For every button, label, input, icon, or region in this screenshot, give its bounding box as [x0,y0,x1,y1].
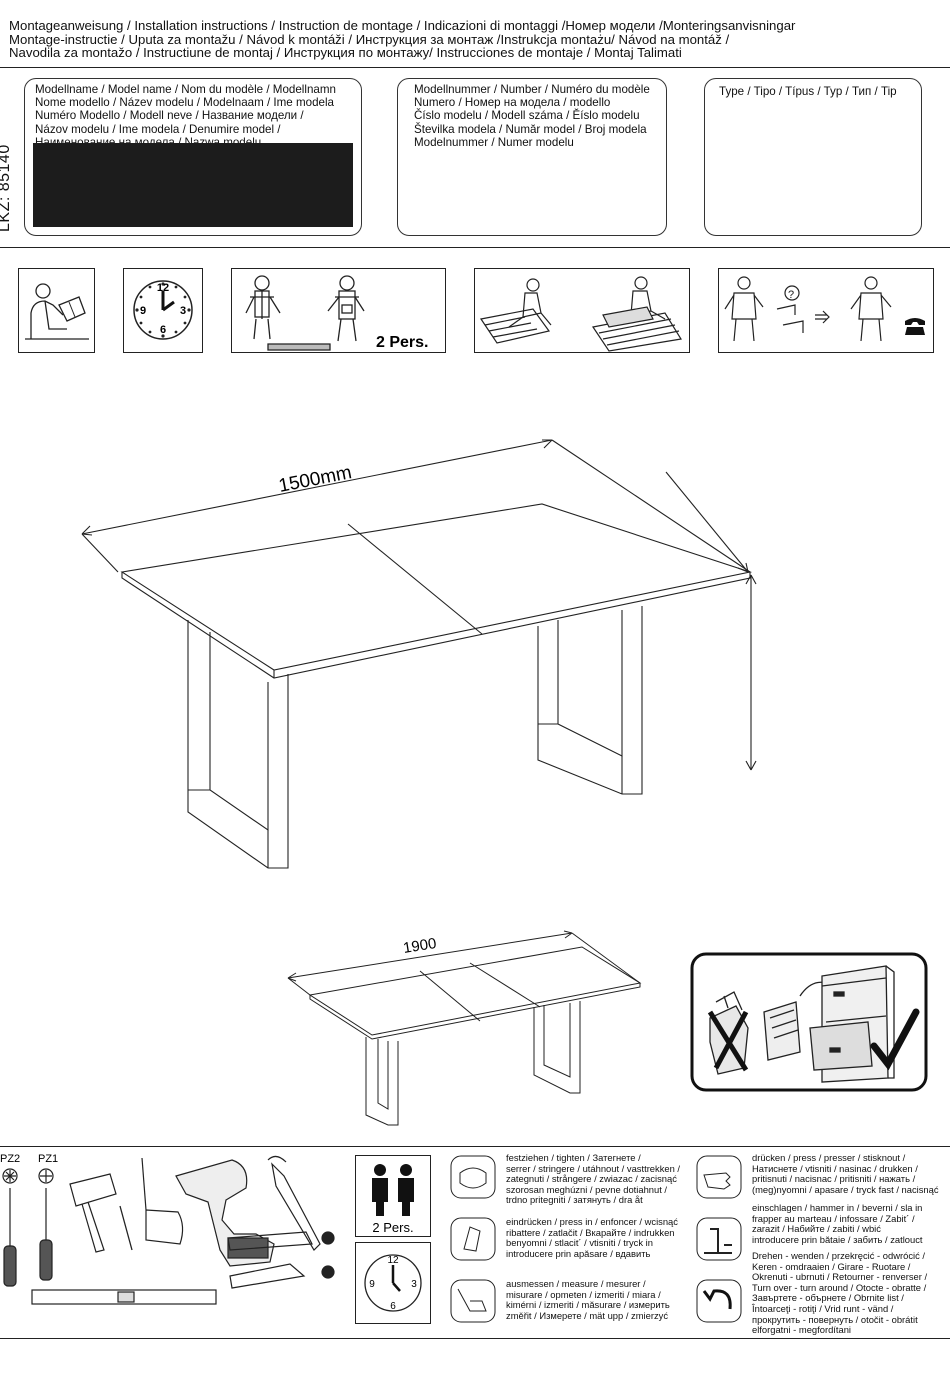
clock-tools-box: 12 3 6 9 [355,1242,431,1324]
screwdriver-pz2-icon [2,1168,18,1287]
two-persons-tools-box: 2 Pers. [355,1155,431,1237]
cross-mark-icon [707,1010,749,1072]
keep-instructions-icon [690,952,928,1092]
person-reading-icon [25,283,89,340]
svg-text:9: 9 [140,305,146,317]
two-persons-icon: 2 Pers. [372,1164,414,1235]
svg-text:?: ? [788,289,794,301]
soft-surface-icon-box [474,268,690,353]
type-box: Type / Tipo / Típus / Typ / Тип / Tip [704,78,922,236]
legend-hammer [696,1217,742,1266]
legend-tighten [450,1155,496,1204]
clock-icon: 12 3 6 9 [364,1254,422,1312]
help-call-icon-box: ? [718,268,934,353]
table-drawing-1500: 1500mm [81,439,757,869]
svg-text:3: 3 [411,1279,417,1290]
header-line-1: Montageanweisung / Installation instruct… [9,18,796,33]
legend-turn-text: Drehen - wenden / przekręcić - odwrócić … [752,1250,928,1336]
drill-icon [175,1159,275,1267]
pz1-label: PZ1 [38,1153,58,1165]
legend-press-text: drücken / press / presser / stisknout / … [752,1152,939,1195]
divider [0,1338,950,1339]
file-cabinet-icon [690,952,928,1092]
telephone-icon [905,318,925,335]
spirit-level-icon [31,1289,217,1305]
legend-measure [450,1279,496,1328]
legend-press-in [450,1217,496,1266]
table-drawing-1900: 1900 [287,930,642,1126]
turn-over-icon [696,1279,742,1323]
legend-measure-text: ausmessen / measure / mesurer / misurare… [506,1278,670,1321]
dim-width-1900: 1900 [402,935,438,957]
svg-text:12: 12 [157,282,169,294]
svg-text:6: 6 [390,1301,396,1312]
tools-panel: PZ2 PZ1 [0,1153,335,1305]
header-title: Montageanweisung / Installation instruct… [9,19,949,60]
pencil-icon [119,1205,133,1251]
svg-text:9: 9 [369,1279,375,1290]
allen-key-icon [227,1231,335,1289]
model-number-box: Modellnummer / Number / Numéro du modèle… [397,78,667,236]
screwdriver-pz1-icon [38,1168,54,1281]
legend-hammer-text: einschlagen / hammer in / beverni / sla … [752,1202,923,1245]
divider [0,247,950,248]
model-number-label: Modellnummer / Number / Numéro du modèle… [414,83,650,149]
tighten-icon [450,1155,496,1199]
read-instructions-icon [18,268,95,353]
legend-press-in-text: eindrücken / press in / enfoncer / wcisn… [506,1216,678,1259]
header-line-2: Montage-instructie / Uputa za montažu / … [9,31,730,47]
lkz-code: LKZ: 85140 [0,144,13,232]
svg-text:3: 3 [180,305,186,317]
check-mark-icon [870,1008,920,1071]
press-hand-icon [696,1155,742,1199]
divider [0,67,950,68]
legend-tighten-text: festziehen / tighten / Затегнете / serre… [506,1152,681,1206]
two-persons-icon-box: 2 Pers. [231,268,446,353]
clock-icon: 12 3 6 9 [133,280,193,340]
press-in-icon [450,1217,496,1261]
divider [0,1146,950,1147]
svg-text:12: 12 [387,1255,399,1266]
model-name-label: Modellname / Model name / Nom du modèle … [35,83,336,149]
tape-measure-icon [141,1157,184,1245]
pz2-label: PZ2 [0,1153,20,1165]
wrench-icon [267,1155,321,1251]
type-label: Type / Tipo / Típus / Typ / Тип / Tip [719,85,897,98]
help-phone-icon: ? [724,276,925,342]
model-name-box: Modellname / Model name / Nom du modèle … [24,78,362,236]
assembly-on-carpet-icon [479,276,682,352]
two-persons-tools-label: 2 Pers. [372,1220,413,1235]
header-line-3: Navodila za montažo / Instructiune de mo… [9,45,682,60]
two-workers-icon: 2 Pers. [245,275,428,351]
svg-text:6: 6 [160,324,166,336]
dim-width-1500: 1500mm [277,462,354,497]
model-name-field [33,143,353,227]
legend-turn [696,1279,742,1328]
time-icon-box: 12 3 6 9 [123,268,203,353]
hammer-in-icon [696,1217,742,1261]
two-persons-label: 2 Pers. [376,334,428,351]
measure-icon [450,1279,496,1323]
legend-press [696,1155,742,1204]
hammer-icon [69,1173,117,1253]
